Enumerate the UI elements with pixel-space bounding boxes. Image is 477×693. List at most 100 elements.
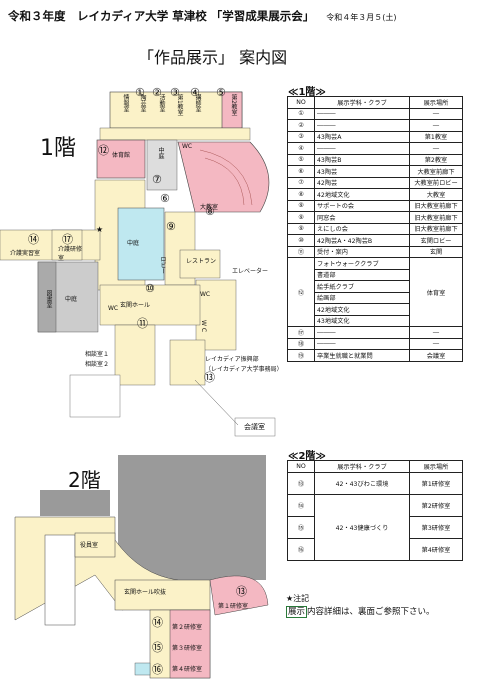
note-heading: ★注記 bbox=[286, 594, 310, 603]
marker-5: ⑤ bbox=[216, 86, 226, 99]
cell-dept: 43陶芸 bbox=[314, 165, 410, 178]
table-header-row: NO 展示学科・クラブ 展示場所 bbox=[287, 96, 463, 109]
kaigi-label: 会議室 bbox=[244, 423, 265, 431]
page-title: 令和３年度 レイカディア大学 草津校 「学習成果展示会」 令和４年３月５(土) bbox=[8, 8, 470, 24]
kenshu-rooms bbox=[169, 609, 211, 679]
cell-no: ⑨ bbox=[287, 211, 315, 224]
note-body: 内容詳細は、裏面ご参照下さい。 bbox=[307, 607, 435, 617]
courtyard-center bbox=[117, 207, 165, 281]
cell-no: ④ bbox=[287, 142, 315, 155]
wc3-label: WC bbox=[108, 305, 119, 312]
cell-place: ― bbox=[409, 142, 463, 155]
marker-8: ⑧ bbox=[205, 205, 215, 218]
cell-place: 第1研修室 bbox=[409, 471, 463, 495]
cell-dept: 43陶芸B bbox=[314, 153, 410, 166]
cell-place: 第2研修室 bbox=[409, 493, 463, 517]
cell-place: 旧大教室前廊下 bbox=[409, 199, 463, 212]
room-activity: 活動室 bbox=[158, 94, 165, 112]
marker-14: ⑭ bbox=[28, 233, 39, 246]
cell-place: ― bbox=[409, 326, 463, 339]
kaigo-kenshu bbox=[51, 229, 83, 261]
cell-dept: 42・43びわこ環境 bbox=[314, 471, 410, 495]
right-wing bbox=[195, 279, 237, 351]
leader-line bbox=[194, 379, 239, 426]
cell-place: 大教室前ロビー bbox=[409, 176, 463, 189]
floor1-label: 1階 bbox=[40, 136, 76, 161]
table-row: ①―――― bbox=[287, 107, 463, 120]
k1-label: 第１研修室 bbox=[218, 603, 249, 610]
cell-place: 旧大教室前廊下 bbox=[409, 211, 463, 224]
table-row: ⑱―――― bbox=[287, 337, 463, 350]
cell-no: ⑥ bbox=[287, 165, 315, 178]
kaigo-label: 介護実習室 bbox=[10, 250, 41, 257]
page-subtitle: 「作品展示」 案内図 bbox=[138, 48, 288, 67]
cell-dept: ――― bbox=[314, 142, 410, 155]
soudan2-label: 相談室２ bbox=[85, 361, 110, 368]
cell-place: 旧大教室前廊下 bbox=[409, 222, 463, 235]
gym bbox=[96, 139, 146, 179]
cell-dept: フォトウォーククラブ bbox=[314, 257, 410, 270]
office2-label: （レイカディア大学事務局） bbox=[205, 366, 283, 373]
col-no: NO bbox=[287, 96, 315, 109]
floor2-white-left bbox=[44, 534, 76, 626]
elevator-label: エレベーター bbox=[232, 268, 269, 275]
cell-no: ⑰ bbox=[287, 326, 315, 339]
restaurant bbox=[179, 249, 221, 279]
room-first: 第1教室 bbox=[176, 94, 183, 116]
cell-place: 第4研修室 bbox=[409, 537, 463, 561]
restaurant-label: レストラン bbox=[186, 258, 217, 265]
cell-dept: 42地域文化 bbox=[314, 188, 410, 201]
marker-9: ⑨ bbox=[166, 220, 176, 233]
cell-place: 会議室 bbox=[409, 349, 463, 362]
office1-label: レイカディア振興部 bbox=[205, 356, 259, 363]
seat-arc-1 bbox=[199, 149, 253, 206]
cell-dept: 絵手紙クラブ bbox=[314, 280, 410, 293]
room-info: 情報室 bbox=[122, 94, 129, 112]
library bbox=[37, 261, 57, 333]
court3-label: 中庭 bbox=[65, 296, 78, 303]
cell-no: ⑱ bbox=[287, 337, 315, 350]
title-text: 令和３年度 レイカディア大学 草津校 「学習成果展示会」 bbox=[8, 9, 315, 23]
kenshu-label: 介護研修室 bbox=[58, 246, 83, 262]
cell-dept: 42陶芸A・42陶芸B bbox=[314, 234, 410, 247]
marker-13: ⑬ bbox=[236, 585, 247, 598]
cell-dept: 42陶芸 bbox=[314, 176, 410, 189]
marker-16: ⑯ bbox=[152, 663, 163, 676]
cell-dept: 42地域文化 bbox=[314, 303, 410, 316]
table-row: ④―――― bbox=[287, 142, 463, 155]
cell-dept: 43陶芸A bbox=[314, 130, 410, 143]
cell-no: ⑲ bbox=[287, 349, 315, 362]
office bbox=[169, 339, 206, 386]
library-label: 図書室 bbox=[45, 290, 52, 308]
marker-3: ③ bbox=[170, 86, 180, 99]
marker-2: ② bbox=[152, 86, 162, 99]
cell-place: 大教室 bbox=[409, 188, 463, 201]
cell-no: ⑯ bbox=[287, 537, 315, 561]
office-block bbox=[114, 324, 156, 386]
cell-dept: 同窓会 bbox=[314, 211, 410, 224]
soudan1-label: 相談室１ bbox=[85, 351, 110, 358]
table-row: ⑭ 42・43健康づくり 第2研修室 bbox=[287, 493, 463, 561]
floor2-label: 2階 bbox=[68, 468, 101, 492]
cell-place: 玄関 bbox=[409, 245, 463, 258]
room-teacher: 講師室 bbox=[194, 94, 201, 112]
marker-17: ⑰ bbox=[62, 233, 73, 246]
cell-no: ⑨ bbox=[287, 222, 315, 235]
floor1-section-title: ≪1階≫ bbox=[288, 87, 326, 98]
cell-no: ⑦ bbox=[287, 176, 315, 189]
wc1-label: WC bbox=[182, 143, 193, 150]
meeting-room bbox=[234, 417, 276, 437]
cell-dept: 42・43健康づくり bbox=[314, 493, 410, 561]
hall-atrium bbox=[114, 579, 211, 611]
cell-place: 第1教室 bbox=[409, 130, 463, 143]
kenshu-1 bbox=[209, 575, 269, 616]
